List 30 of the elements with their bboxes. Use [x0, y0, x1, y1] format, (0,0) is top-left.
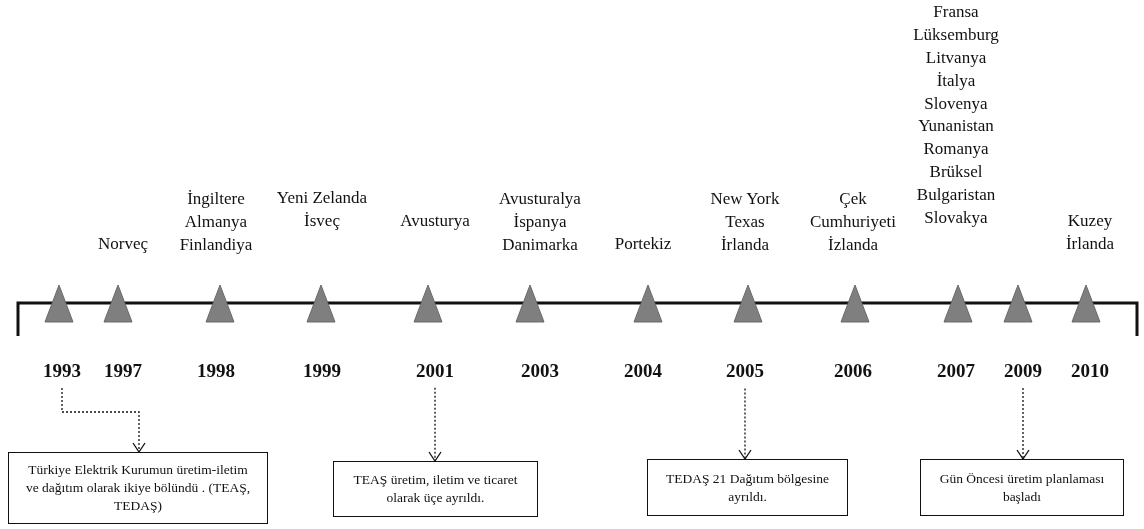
year-label: 2003 — [521, 360, 559, 383]
country-list: Norveç — [98, 233, 148, 257]
year-label: 2010 — [1071, 359, 1109, 382]
note-box: TEAŞ üretim, iletim ve ticaret olarak üçe ayrıldı. — [333, 461, 538, 517]
country-list: Kuzey İrlanda — [1055, 210, 1125, 256]
dotted-arrow — [738, 387, 752, 460]
year-label: 2001 — [416, 359, 454, 382]
year-label: 1993 — [43, 360, 81, 382]
note-box: Türkiye Elektrik Kurumun üretim-iletim ve dağıtım olarak ikiye bölündü . (TEAŞ, TEDAŞ) — [8, 452, 268, 524]
country-list: Fransa Lüksemburg Litvanya İtalya Slovenya Yunanistan Romanya Brüksel Bulgaristan Slovakya — [913, 1, 999, 230]
dotted-arrow — [428, 387, 442, 462]
note-box: TEDAŞ 21 Dağıtım bölgesine ayrıldı. — [647, 459, 848, 516]
dotted-arrow — [61, 387, 146, 453]
note-box: Gün Öncesi üretim planlaması başladı — [920, 459, 1124, 516]
country-list: Yeni Zelanda İsveç — [276, 187, 368, 233]
dotted-arrow — [1016, 387, 1030, 460]
country-list: Çek Cumhuriyeti İzlanda — [805, 188, 901, 257]
year-label: 1997 — [104, 359, 142, 382]
year-label: 1998 — [197, 360, 235, 383]
year-label: 2009 — [1004, 360, 1042, 382]
country-list: Avusturya — [400, 210, 470, 234]
year-label: 1999 — [303, 359, 341, 382]
year-label: 2005 — [726, 360, 764, 383]
country-list: New York Texas İrlanda — [710, 188, 780, 257]
country-list: Avusturalya İspanya Danimarka — [499, 188, 581, 257]
country-list: Portekiz — [614, 233, 672, 257]
year-label: 2006 — [834, 360, 872, 383]
year-label: 2007 — [937, 359, 975, 382]
country-list: İngiltere Almanya Finlandiya — [179, 188, 253, 257]
year-label: 2004 — [624, 359, 662, 382]
